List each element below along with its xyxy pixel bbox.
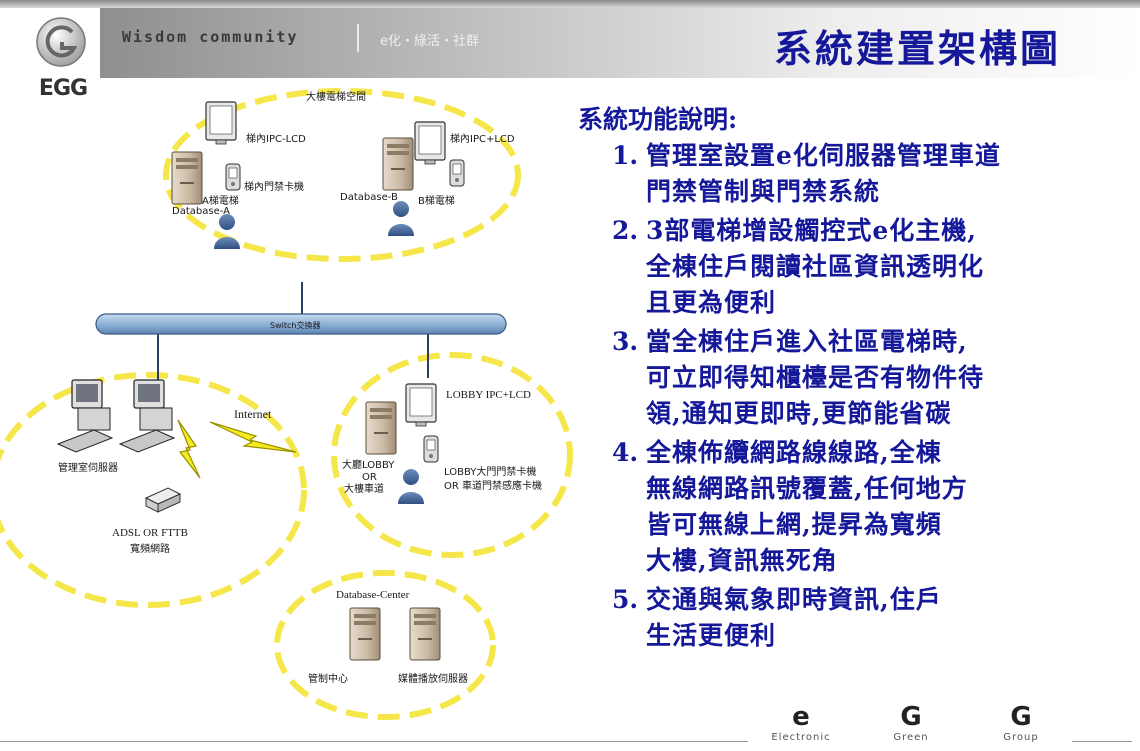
lobby-lcd-label: LOBBY IPC+LCD [446, 389, 531, 401]
footer-glyph-e: e [792, 702, 810, 732]
internet-label: Internet [234, 407, 272, 421]
database-b-server-icon [382, 137, 414, 191]
control-center-label: 管制中心 [308, 672, 348, 685]
switch-label: Switch交換器 [270, 320, 320, 330]
item-number: 3. [612, 327, 639, 356]
footer-word-group: Group [1003, 732, 1039, 743]
footer-logo-group: G Group [976, 704, 1066, 743]
description-item-3: 3. 當全棟住戶進入社區電梯時, 可立即得知櫃檯是否有物件待 領,通知更即時,更… [612, 324, 1132, 432]
elevator-zone-ellipse [163, 88, 521, 262]
item-number: 4. [612, 438, 639, 467]
top-border [0, 0, 1140, 8]
item-line: 生活更便利 [646, 621, 777, 650]
user-b-icon [388, 201, 414, 236]
footer-word-green: Green [893, 732, 929, 743]
elevator-b-lcd-label: 梯內IPC+LCD [450, 132, 515, 145]
broadband-label: 寬頻網路 [130, 542, 170, 555]
item-number: 2. [612, 216, 639, 245]
header-band [100, 8, 1140, 78]
center-zone-ellipse [274, 570, 496, 720]
elevator-a-lcd-label: 梯內IPC-LCD [246, 132, 306, 145]
modem-icon [144, 487, 182, 513]
item-line: 管理室設置e化伺服器管理車道 [646, 141, 1001, 170]
item-line: 全棟佈纜網路線線路,全棟 [646, 438, 942, 467]
item-number: 1. [612, 141, 639, 170]
elevator-a-label: A梯電梯 [202, 194, 239, 207]
item-line: 門禁管制與門禁系統 [646, 177, 881, 206]
item-line: 當全棟住戶進入社區電梯時, [646, 327, 968, 356]
lobby-card-label-line2: OR 車道門禁感應卡機 [444, 479, 542, 492]
adsl-label: ADSL OR FTTB [112, 527, 188, 539]
description-item-5: 5. 交通與氣象即時資訊,住戶 生活更便利 [612, 582, 1132, 654]
item-line: 全棟住戶閱讀社區資訊透明化 [646, 252, 985, 281]
elevator-zone-title: 大樓電梯空間 [306, 90, 366, 103]
item-line: 無線網路訊號覆蓋,任何地方 [646, 474, 968, 503]
lobby-label-line3: 大樓車道 [344, 482, 384, 495]
logo-text: EGG [38, 76, 88, 101]
office-server-label: 管理室伺服器 [58, 461, 118, 474]
description-list: 1. 管理室設置e化伺服器管理車道 門禁管制與門禁系統 2. 3部電梯增設觸控式… [612, 138, 1132, 657]
control-center-server-icon [349, 607, 381, 661]
lobby-card-label-line1: LOBBY大門門禁卡機 [444, 465, 536, 478]
media-server-label: 媒體播放伺服器 [398, 672, 468, 685]
footer-line-right [1072, 741, 1132, 742]
database-b-label: Database-B [340, 192, 398, 203]
footer-word-electronic: Electronic [771, 732, 831, 743]
item-line: 皆可無線上網,提昇為寬頻 [646, 510, 942, 539]
item-line: 交通與氣象即時資訊,住戶 [646, 585, 942, 614]
tagline: Wisdom community [122, 28, 299, 46]
description-item-4: 4. 全棟佈纜網路線線路,全棟 無線網路訊號覆蓋,任何地方 皆可無線上網,提昇為… [612, 435, 1132, 579]
footer-glyph-g: G [900, 702, 922, 732]
media-server-icon [409, 607, 441, 661]
footer-glyph-g2: G [1010, 702, 1032, 732]
database-a-server-icon [171, 151, 203, 205]
item-number: 5. [612, 585, 639, 614]
elevator-a-lcd-icon [205, 101, 237, 145]
page-title: 系統建置架構圖 [774, 26, 1062, 71]
lobby-label-line2: OR [362, 472, 377, 483]
database-a-label: Database-A [172, 206, 230, 217]
footer-logo-electronic: e Electronic [756, 704, 846, 743]
tagline-divider [357, 24, 359, 52]
elevator-b-lcd-icon [414, 121, 446, 165]
elevator-a-card-reader-icon [225, 163, 241, 191]
lobby-lcd-icon [405, 383, 437, 427]
description-item-2: 2. 3部電梯增設觸控式e化主機, 全棟住戶閱讀社區資訊透明化 且更為便利 [612, 213, 1132, 321]
lobby-zone-ellipse [331, 352, 573, 558]
office-zone-ellipse [0, 372, 307, 608]
adsl-bolt-icon [177, 419, 201, 479]
footer-logo-green: G Green [866, 704, 956, 743]
lobby-label-line1: 大廳LOBBY [342, 458, 395, 471]
description-heading: 系統功能說明: [578, 105, 738, 134]
database-center-title: Database-Center [336, 589, 410, 601]
egg-logo-icon [36, 17, 86, 67]
elevator-b-label: B梯電梯 [418, 194, 455, 207]
item-line: 可立即得知櫃檯是否有物件待 [646, 363, 985, 392]
item-line: 領,通知更即時,更節能省碳 [646, 399, 952, 428]
internet-bolt-icon [209, 421, 297, 453]
office-workstation-2-icon [119, 379, 175, 453]
tagline-chinese: e化・綠活・社群 [380, 34, 479, 49]
lobby-user-icon [398, 469, 424, 504]
footer-line-left [0, 741, 748, 742]
lobby-server-icon [365, 401, 397, 455]
switch-bus: Switch交換器 [95, 313, 507, 335]
egg-logo: EGG [28, 14, 98, 102]
item-line: 且更為便利 [646, 288, 777, 317]
item-line: 3部電梯增設觸控式e化主機, [646, 216, 978, 245]
elevator-a-card-label: 梯內門禁卡機 [244, 180, 304, 193]
lobby-card-reader-icon [423, 435, 439, 463]
description-item-1: 1. 管理室設置e化伺服器管理車道 門禁管制與門禁系統 [612, 138, 1132, 210]
network-lines [157, 282, 429, 382]
elevator-b-card-reader-icon [449, 159, 465, 187]
item-line: 大樓,資訊無死角 [646, 546, 838, 575]
